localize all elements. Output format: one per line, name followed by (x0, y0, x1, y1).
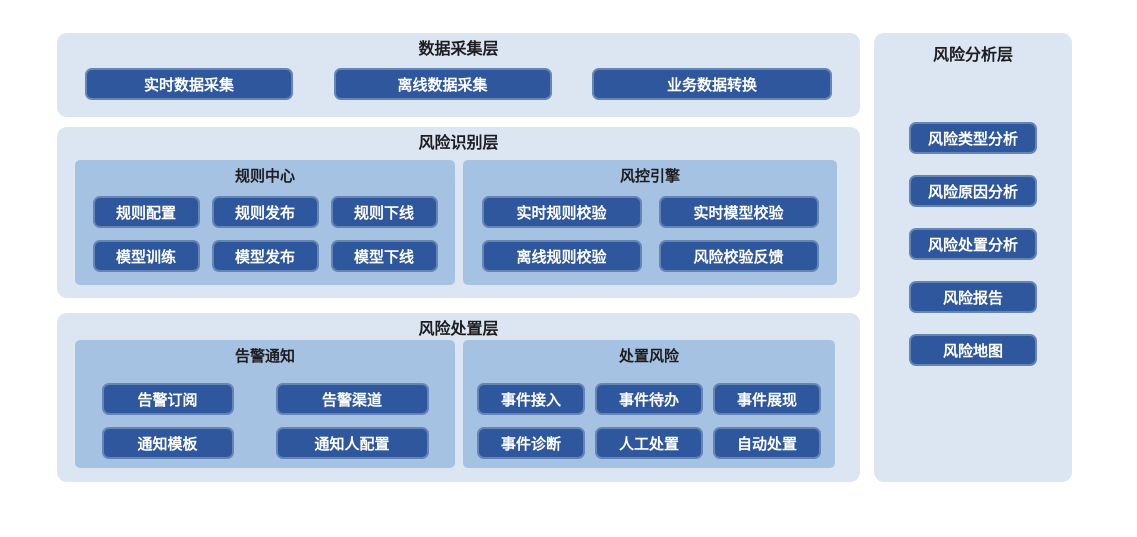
layer-title-risk-disposal: 风险处置层 (418, 321, 499, 338)
event-todo-node: 事件待办 (595, 383, 703, 415)
layer-title-risk-analysis: 风险分析层 (932, 47, 1013, 64)
group-title-risk-engine: 风控引擎 (619, 168, 680, 185)
data-collection-node-row: 实时数据采集 离线数据采集 业务数据转换 (57, 68, 860, 100)
layer-risk-disposal: 风险处置层 告警通知 告警订阅 告警渠道 通知模板 通知人配置 处置风险 事件接… (57, 313, 860, 482)
risk-engine-node-grid: 实时规则校验 实时模型校验 离线规则校验 风险校验反馈 (463, 196, 837, 272)
group-title-alert-notification: 告警通知 (234, 348, 295, 365)
layer-data-collection: 数据采集层 实时数据采集 离线数据采集 业务数据转换 (57, 33, 860, 117)
model-train-node: 模型训练 (92, 240, 200, 272)
layer-risk-analysis: 风险分析层 风险类型分析 风险原因分析 风险处置分析 风险报告 风险地图 (874, 33, 1072, 482)
rule-offline-node: 规则下线 (330, 196, 438, 228)
offline-data-collect-node: 离线数据采集 (333, 68, 552, 100)
group-rule-center: 规则中心 规则配置 规则发布 规则下线 模型训练 模型发布 模型下线 (75, 160, 455, 285)
risk-type-analysis-node: 风险类型分析 (909, 122, 1037, 154)
risk-map-node: 风险地图 (909, 334, 1037, 366)
model-offline-node: 模型下线 (330, 240, 438, 272)
event-diagnose-node: 事件诊断 (477, 427, 585, 459)
realtime-model-check-node: 实时模型校验 (658, 196, 819, 228)
model-publish-node: 模型发布 (211, 240, 319, 272)
dispose-risk-node-grid: 事件接入 事件待办 事件展现 事件诊断 人工处置 自动处置 (463, 383, 835, 459)
group-risk-engine: 风控引擎 实时规则校验 实时模型校验 离线规则校验 风险校验反馈 (463, 160, 837, 285)
alert-channel-node: 告警渠道 (275, 383, 429, 415)
layer-title-risk-identification: 风险识别层 (418, 135, 499, 152)
rule-center-node-grid: 规则配置 规则发布 规则下线 模型训练 模型发布 模型下线 (75, 196, 455, 272)
auto-dispose-node: 自动处置 (713, 427, 821, 459)
risk-dispose-analysis-node: 风险处置分析 (909, 228, 1037, 260)
rule-config-node: 规则配置 (92, 196, 200, 228)
manual-dispose-node: 人工处置 (595, 427, 703, 459)
notifier-config-node: 通知人配置 (275, 427, 429, 459)
risk-cause-analysis-node: 风险原因分析 (909, 175, 1037, 207)
event-display-node: 事件展现 (713, 383, 821, 415)
offline-rule-check-node: 离线规则校验 (481, 240, 642, 272)
group-title-rule-center: 规则中心 (234, 168, 295, 185)
group-dispose-risk: 处置风险 事件接入 事件待办 事件展现 事件诊断 人工处置 自动处置 (463, 340, 835, 468)
realtime-data-collect-node: 实时数据采集 (85, 68, 293, 100)
risk-report-node: 风险报告 (909, 281, 1037, 313)
risk-check-feedback-node: 风险校验反馈 (658, 240, 819, 272)
layer-risk-identification: 风险识别层 规则中心 规则配置 规则发布 规则下线 模型训练 模型发布 模型下线… (57, 127, 860, 298)
rule-publish-node: 规则发布 (211, 196, 319, 228)
notify-template-node: 通知模板 (101, 427, 234, 459)
risk-analysis-node-stack: 风险类型分析 风险原因分析 风险处置分析 风险报告 风险地图 (874, 122, 1072, 366)
group-alert-notification: 告警通知 告警订阅 告警渠道 通知模板 通知人配置 (75, 340, 455, 468)
alert-subscribe-node: 告警订阅 (101, 383, 234, 415)
business-data-transform-node: 业务数据转换 (592, 68, 832, 100)
realtime-rule-check-node: 实时规则校验 (481, 196, 642, 228)
alert-notification-node-grid: 告警订阅 告警渠道 通知模板 通知人配置 (75, 383, 455, 459)
layer-title-data-collection: 数据采集层 (418, 41, 499, 58)
event-access-node: 事件接入 (477, 383, 585, 415)
group-title-dispose-risk: 处置风险 (618, 348, 679, 365)
